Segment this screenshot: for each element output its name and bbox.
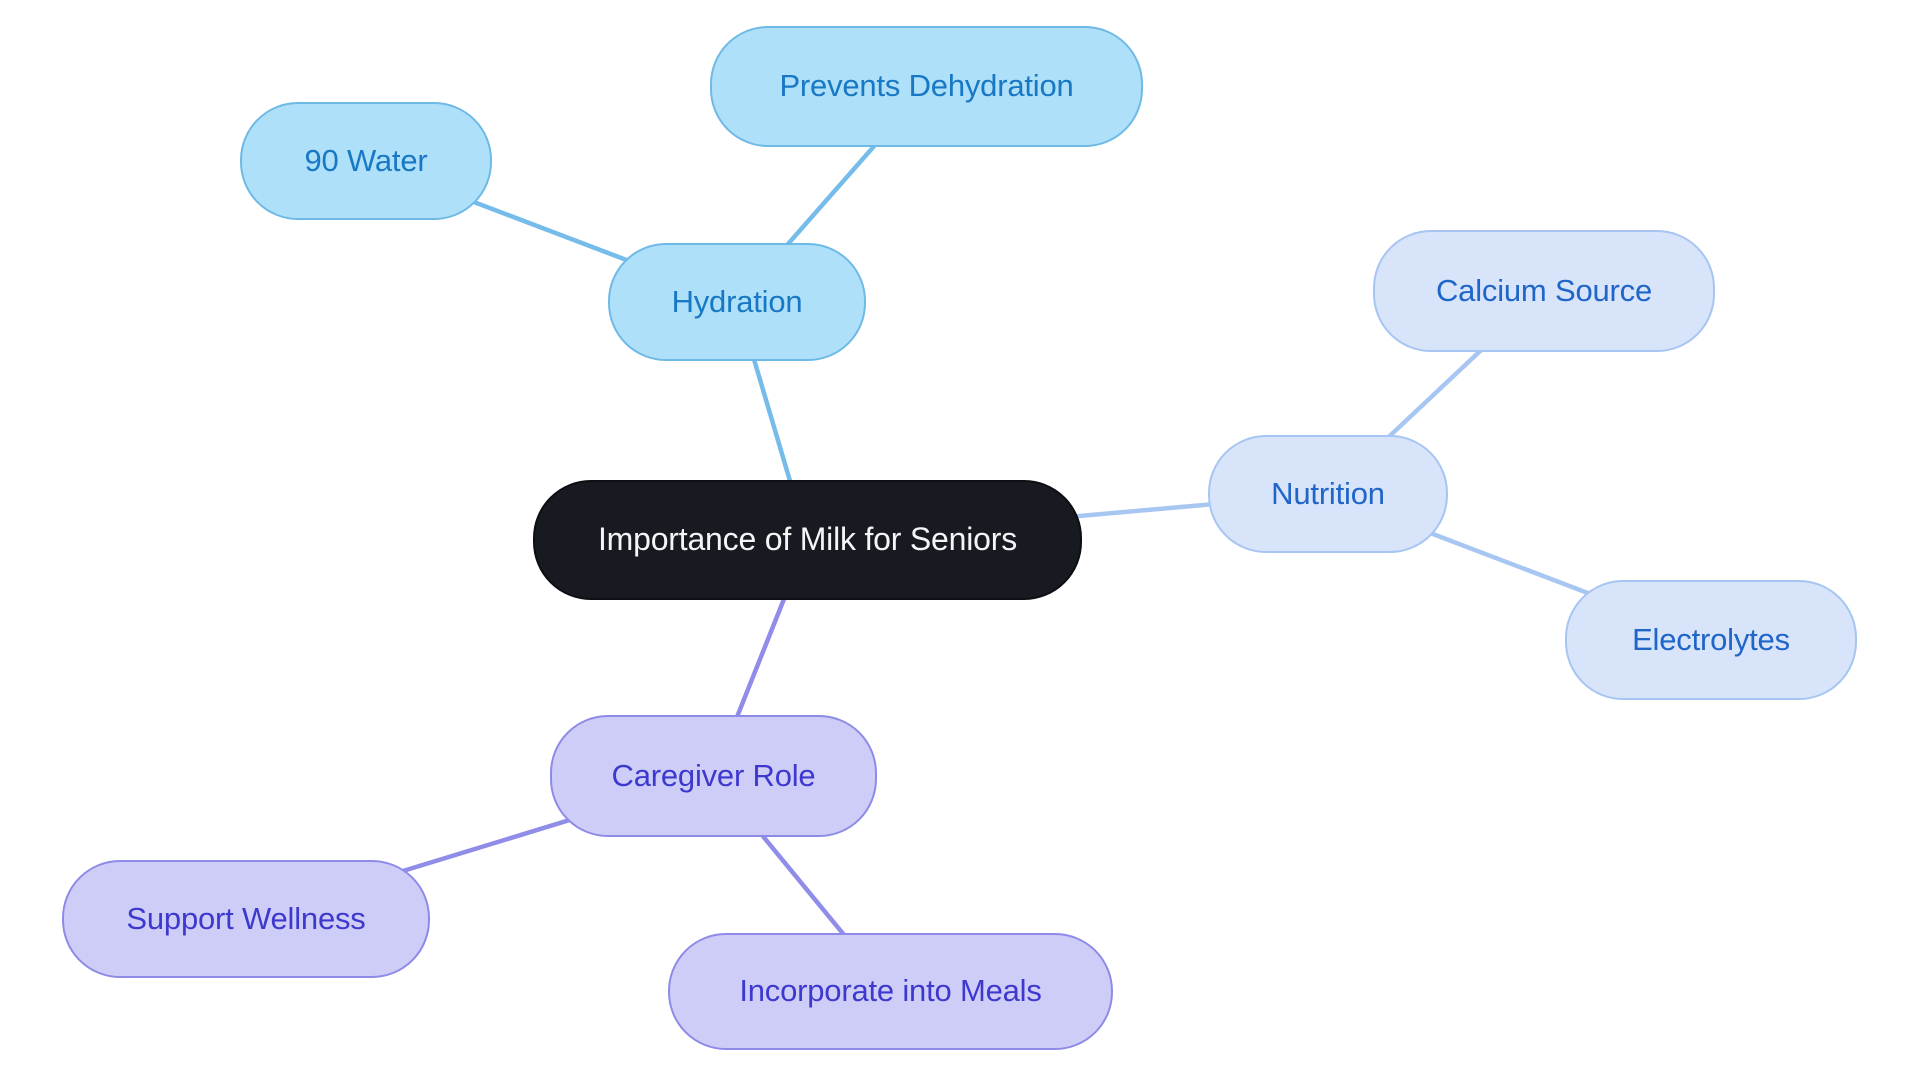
node-root[interactable]: Importance of Milk for Seniors	[533, 480, 1082, 600]
node-label-support: Support Wellness	[126, 900, 366, 936]
node-label-electrolytes: Electrolytes	[1632, 621, 1790, 657]
node-electrolytes[interactable]: Electrolytes	[1565, 580, 1857, 700]
node-label-nutrition: Nutrition	[1271, 475, 1385, 511]
node-label-meals: Incorporate into Meals	[739, 973, 1042, 1008]
node-label-prevents: Prevents Dehydration	[779, 68, 1074, 103]
node-caregiver[interactable]: Caregiver Role	[550, 715, 877, 837]
node-prevents[interactable]: Prevents Dehydration	[710, 26, 1143, 147]
node-label-caregiver: Caregiver Role	[611, 757, 816, 793]
node-label-calcium: Calcium Source	[1435, 272, 1652, 308]
node-support[interactable]: Support Wellness	[62, 860, 430, 978]
node-hydration[interactable]: Hydration	[608, 243, 866, 361]
node-label-hydration: Hydration	[671, 283, 803, 319]
node-meals[interactable]: Incorporate into Meals	[668, 933, 1113, 1050]
node-label-water: 90 Water	[304, 142, 428, 178]
node-water[interactable]: 90 Water	[240, 102, 492, 220]
node-calcium[interactable]: Calcium Source	[1373, 230, 1715, 352]
node-nutrition[interactable]: Nutrition	[1208, 435, 1448, 553]
node-label-root: Importance of Milk for Seniors	[597, 521, 1018, 557]
